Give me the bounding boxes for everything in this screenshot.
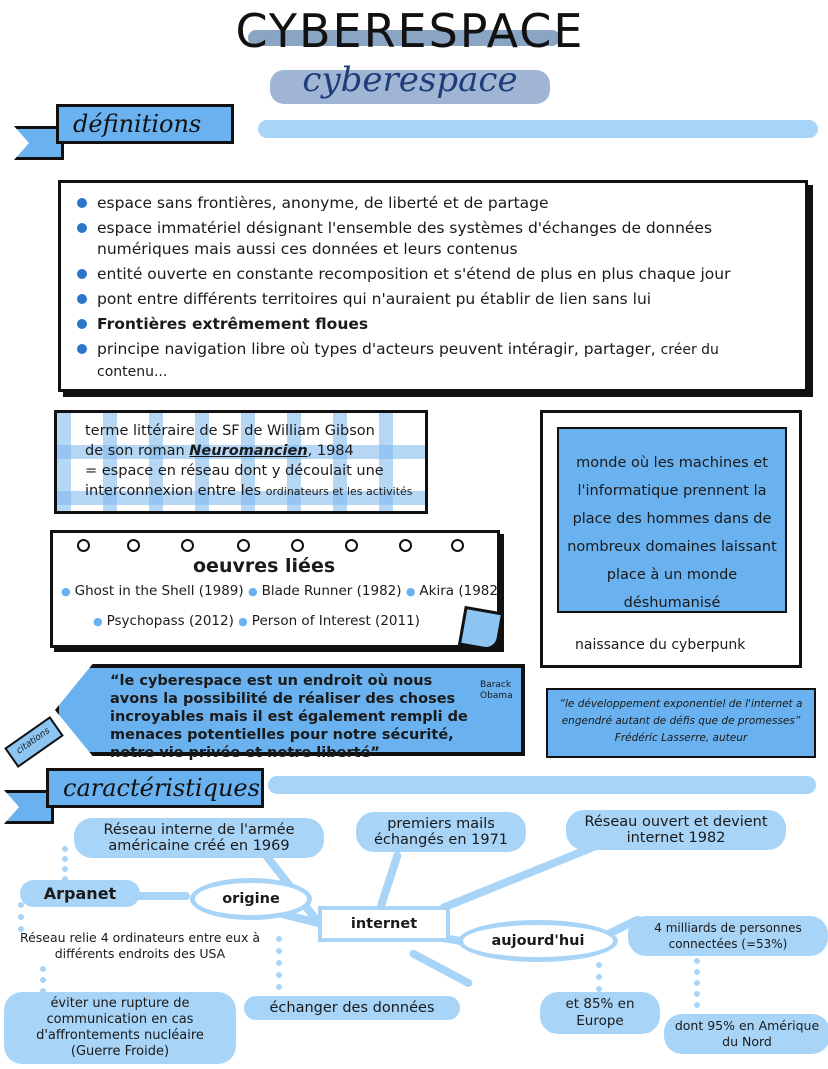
node-mails: premiers mails échangés en 1971: [356, 812, 526, 852]
novel-title: Neuromancien: [189, 443, 308, 459]
binder-ring: [127, 539, 140, 552]
page-subtitle: cyberespace: [302, 60, 518, 100]
cyberpunk-description: monde où les machines et l'informatique …: [557, 427, 787, 613]
characteristics-banner: caractéristiques: [46, 768, 264, 808]
definitions-banner: définitions: [56, 104, 234, 144]
node-arpanet: Arpanet: [20, 880, 140, 907]
page-curl-decoration: [457, 605, 505, 653]
node-network-links: Réseau relie 4 ordinateurs entre eux à d…: [19, 930, 261, 961]
obama-author: Barack Obama: [480, 680, 513, 701]
definitions-strip: [258, 120, 818, 138]
dotted-link: [694, 958, 700, 1008]
binder-ring: [345, 539, 358, 552]
works-row: Ghost in the Shell (1989) Blade Runner (…: [61, 583, 503, 599]
definition-item: Frontières extrêmement floues: [75, 314, 791, 335]
title-highlight-bar: [248, 30, 560, 46]
binder-ring: [181, 539, 194, 552]
definition-item: espace immatériel désignant l'ensemble d…: [75, 218, 791, 260]
node-europe: et 85% en Europe: [540, 992, 660, 1034]
citations-tag: citations: [4, 716, 64, 768]
link-line: [376, 850, 403, 911]
binder-ring: [451, 539, 464, 552]
dotted-link: [276, 936, 282, 990]
subtitle-highlight-bar: [270, 70, 550, 104]
node-internet: internet: [318, 906, 450, 942]
node-today: aujourd'hui: [458, 920, 618, 962]
gibson-line: interconnexion entre les ordinateurs et …: [85, 483, 413, 499]
node-army: Réseau interne de l'armée américaine cré…: [74, 818, 324, 858]
definition-text: principe navigation libre où types d'act…: [97, 340, 656, 358]
lasserre-quote: “le développement exponentiel de l'inter…: [559, 698, 803, 727]
binder-ring: [291, 539, 304, 552]
quote-arrow: [55, 664, 525, 756]
dotted-link: [40, 966, 46, 994]
dotted-link: [18, 902, 24, 932]
binder-ring: [77, 539, 90, 552]
work-item: Akira (1982): [406, 583, 503, 599]
characteristics-strip: [268, 776, 816, 794]
work-item: Ghost in the Shell (1989): [61, 583, 244, 599]
gibson-line: de son roman Neuromancien, 1984: [85, 443, 354, 459]
definitions-box: espace sans frontières, anonyme, de libe…: [58, 180, 808, 392]
cyberpunk-caption: naissance du cyberpunk: [575, 637, 746, 653]
link-line: [124, 892, 190, 900]
node-billions-connected: 4 milliards de personnes connectées (=53…: [628, 916, 828, 956]
work-item: Psychopass (2012): [93, 613, 234, 629]
gibson-line: = espace en réseau dont y découlait une: [85, 463, 384, 479]
node-north-america: dont 95% en Amérique du Nord: [664, 1014, 828, 1054]
dotted-link: [62, 846, 68, 882]
gibson-box: terme littéraire de SF de William Gibson…: [54, 410, 428, 514]
work-item: Person of Interest (2011): [238, 613, 420, 629]
dotted-link: [596, 962, 602, 992]
node-open-network: Réseau ouvert et devient internet 1982: [566, 810, 786, 850]
definition-item: entité ouverte en constante recompositio…: [75, 264, 791, 285]
definition-item: pont entre différents territoires qui n'…: [75, 289, 791, 310]
node-origin: origine: [190, 878, 312, 920]
lasserre-quote-box: “le développement exponentiel de l'inter…: [546, 688, 816, 758]
binder-ring: [237, 539, 250, 552]
cyberpunk-box: monde où les machines et l'informatique …: [540, 410, 802, 668]
work-item: Blade Runner (1982): [248, 583, 402, 599]
lasserre-author: Frédéric Lasserre, auteur: [614, 732, 748, 744]
node-exchange-data: échanger des données: [244, 996, 460, 1020]
definition-tail: créer du contenu...: [97, 342, 719, 380]
works-row: Psychopass (2012) Person of Interest (20…: [93, 613, 420, 629]
link-line: [408, 948, 474, 989]
definition-item: espace sans frontières, anonyme, de libe…: [75, 193, 791, 214]
binder-ring: [399, 539, 412, 552]
obama-quote: “le cyberespace est un endroit où nous a…: [110, 673, 468, 761]
works-title: oeuvres liées: [193, 555, 336, 577]
node-avoid-rupture: éviter une rupture de communication en c…: [4, 992, 236, 1064]
works-box: oeuvres liées Ghost in the Shell (1989) …: [50, 530, 505, 653]
definition-item: principe navigation libre où types d'act…: [75, 339, 791, 383]
gibson-line: terme littéraire de SF de William Gibson: [85, 423, 375, 439]
page-title: CYBERESPACE: [235, 4, 585, 58]
